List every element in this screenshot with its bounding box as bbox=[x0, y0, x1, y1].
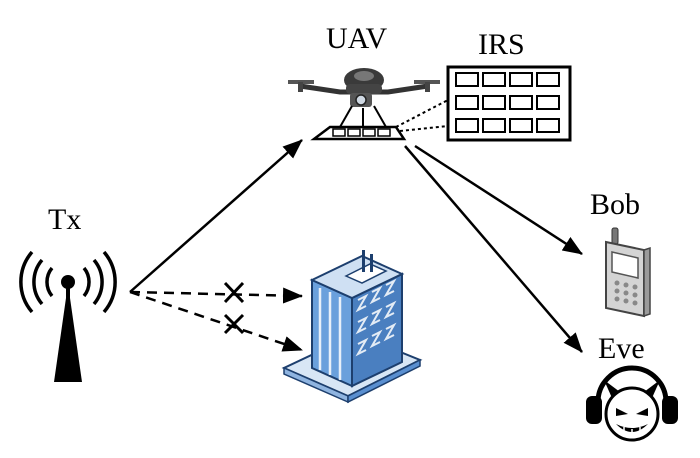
link-tx-uav bbox=[129, 139, 303, 293]
link-uav-eve bbox=[404, 145, 583, 353]
blocked-link-upper bbox=[129, 287, 303, 304]
blocked-link-lower bbox=[129, 290, 303, 352]
irs-panel-icon bbox=[446, 65, 572, 142]
bob-label: Bob bbox=[590, 188, 641, 221]
zoom-line-lower bbox=[399, 125, 449, 132]
zoom-line-upper bbox=[395, 99, 449, 128]
link-uav-bob bbox=[414, 144, 583, 256]
block-x-mark-upper bbox=[223, 281, 245, 304]
building-icon bbox=[281, 250, 423, 404]
irs-label: IRS bbox=[478, 28, 525, 61]
mobile-phone-icon bbox=[605, 227, 651, 318]
irs-mounted-panel-icon bbox=[310, 125, 407, 141]
drone-icon bbox=[288, 68, 440, 128]
tx-label: Tx bbox=[48, 203, 82, 236]
block-x-mark-lower bbox=[223, 313, 245, 335]
antenna-tower-icon bbox=[19, 250, 117, 382]
uav-label: UAV bbox=[326, 22, 388, 55]
eve-label: Eve bbox=[598, 332, 645, 365]
eavesdropper-devil-headphones-icon bbox=[586, 365, 678, 442]
